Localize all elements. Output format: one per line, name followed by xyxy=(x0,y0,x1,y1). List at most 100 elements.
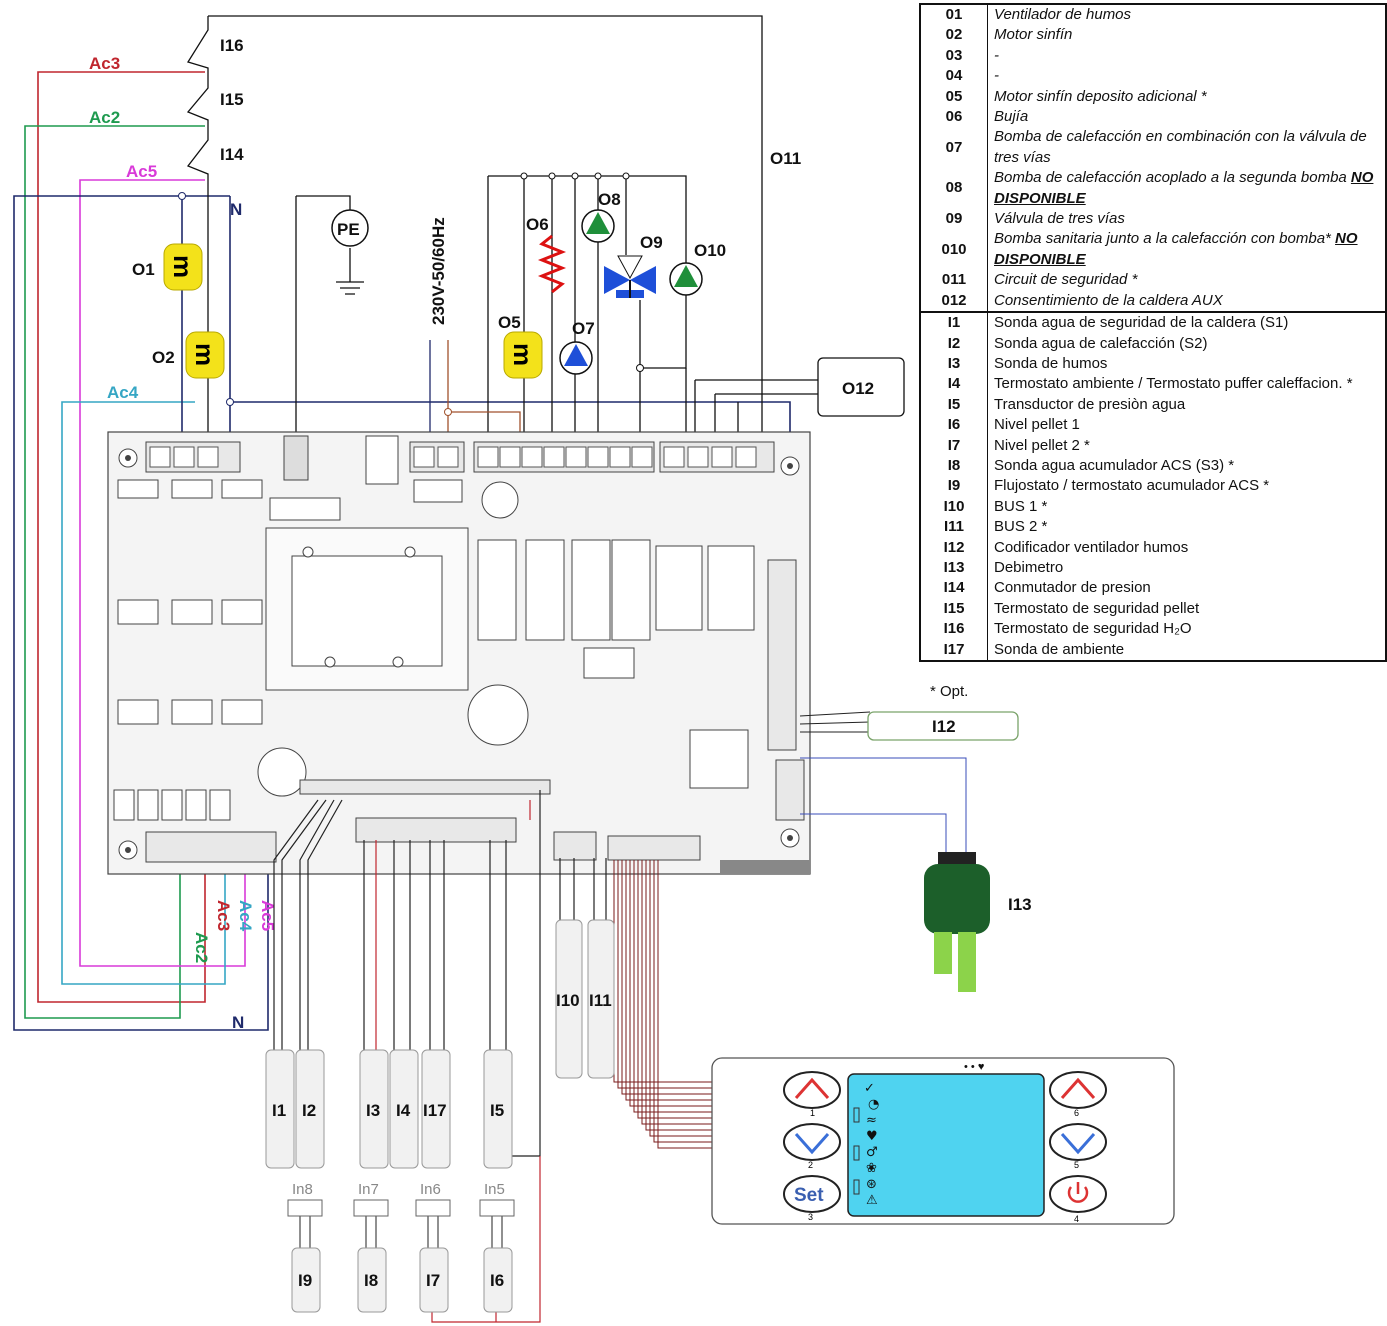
input-conn-in5: In5 xyxy=(484,1181,505,1198)
label-o8: O8 xyxy=(598,190,621,209)
svg-text:⚠: ⚠ xyxy=(866,1193,878,1208)
label-i12: I12 xyxy=(932,717,956,736)
lcd-display xyxy=(847,1073,1045,1217)
legend-code: 08 xyxy=(921,168,988,210)
legend-desc: Circuit de seguridad * xyxy=(988,270,1386,290)
legend-desc: - xyxy=(988,46,1386,66)
flowmeter-body-icon xyxy=(924,864,990,934)
key-set-label: Set xyxy=(794,1185,824,1206)
legend-output-row: 012 Consentimiento de la caldera AUX xyxy=(921,290,1385,313)
legend-desc: Ventilador de humos xyxy=(988,5,1386,25)
legend-output-row: 04- xyxy=(921,66,1385,87)
legend-code: I6 xyxy=(921,415,988,436)
legend-desc: Sonda agua de calefacción (S2) xyxy=(994,334,1208,352)
wire-ac5 xyxy=(79,179,246,967)
probe-label-i11: I11 xyxy=(589,991,612,1010)
legend-desc: Sonda agua acumulador ACS (S3) * xyxy=(994,456,1235,474)
legend-code: I2 xyxy=(921,333,988,354)
legend-code: 012 xyxy=(921,290,988,313)
legend-output-row: 010 Bomba sanitaria junto a la calefacció… xyxy=(921,229,1385,271)
label-bottom-ac2: Ac2 xyxy=(192,932,211,963)
motor-glyph: m xyxy=(190,343,220,366)
key-num-6: 6 xyxy=(1074,1108,1079,1118)
legend-desc: Nivel pellet 1 xyxy=(994,416,1080,434)
key-5-down[interactable] xyxy=(1049,1123,1107,1161)
svg-text:♂: ♂ xyxy=(866,1145,878,1160)
key-1-up[interactable] xyxy=(783,1071,841,1109)
legend-desc: Sonda agua de seguridad de la caldera (S… xyxy=(987,311,1385,334)
optional-note: * Opt. xyxy=(930,683,969,700)
svg-text:≈: ≈ xyxy=(866,1113,877,1128)
valve-o9-icon xyxy=(604,255,656,298)
label-o1: O1 xyxy=(132,260,155,279)
key-set[interactable] xyxy=(783,1175,841,1213)
key-num-2: 2 xyxy=(808,1160,813,1170)
label-o2: O2 xyxy=(152,348,175,367)
key-2-down[interactable] xyxy=(783,1123,841,1161)
label-power: 230V-50/60Hz xyxy=(429,217,448,325)
legend-desc-text: - xyxy=(994,46,999,64)
legend-code: 07 xyxy=(921,127,988,169)
legend-input-row: I3 Sonda de humos xyxy=(921,353,1385,375)
o12-box xyxy=(817,357,905,417)
legend-code: 04 xyxy=(921,66,988,87)
key-6-up[interactable] xyxy=(1049,1071,1107,1109)
wire-ac4 xyxy=(61,401,226,985)
probe-label-i6: I6 xyxy=(490,1271,504,1290)
label-neutral-top: N xyxy=(230,200,242,219)
legend-code: 06 xyxy=(921,107,988,128)
wire-neutral xyxy=(13,195,269,1031)
key-4-power[interactable] xyxy=(1049,1175,1107,1213)
probe-label-i5: I5 xyxy=(490,1101,504,1120)
legend-code: I3 xyxy=(921,353,988,375)
legend-code: I7 xyxy=(921,435,988,456)
legend-input-row: I6 Nivel pellet 1 xyxy=(921,415,1385,436)
legend-desc-text: Consentimiento de la caldera AUX xyxy=(994,291,1223,309)
legend-desc-text: Bomba sanitaria junto a la calefacción c… xyxy=(994,230,1331,248)
legend-desc: Válvula de tres vías xyxy=(988,209,1386,229)
legend-desc-text: Válvula de tres vías xyxy=(994,210,1125,228)
label-o9: O9 xyxy=(640,233,663,252)
legend-output-row: 02 Motor sinfín xyxy=(921,25,1385,46)
label-neutral-bottom: N xyxy=(232,1013,244,1032)
legend-code: 02 xyxy=(921,25,988,46)
svg-text:⊛: ⊛ xyxy=(866,1177,877,1192)
motor-o1-icon xyxy=(163,243,203,291)
not-available-flag: NO DISPONIBLE xyxy=(994,169,1374,207)
probe-label-i9: I9 xyxy=(298,1271,312,1290)
control-board xyxy=(107,431,811,875)
heater-icon xyxy=(537,234,567,294)
legend-desc: Bomba de calefacción en combinación con … xyxy=(988,127,1386,168)
wire-ac3 xyxy=(37,71,206,1003)
legend-code: 05 xyxy=(921,86,988,108)
legend-code: 010 xyxy=(921,229,988,271)
label-ac5: Ac5 xyxy=(126,162,157,181)
label-o10: O10 xyxy=(694,241,726,260)
legend-desc: BUS 2 * xyxy=(994,518,1048,536)
input-conn-in7: In7 xyxy=(358,1181,379,1198)
probe-label-i10: I10 xyxy=(556,991,580,1010)
label-o12: O12 xyxy=(842,379,874,398)
wire-ac2 xyxy=(24,125,205,1019)
legend-desc: Sonda de humos xyxy=(994,354,1108,372)
legend-desc: Termostato de seguridad H₂O xyxy=(994,620,1192,638)
label-ac3: Ac3 xyxy=(89,54,120,73)
key-num-5: 5 xyxy=(1074,1160,1079,1170)
label-ac2: Ac2 xyxy=(89,108,120,127)
legend-desc: Termostato de seguridad pellet xyxy=(994,599,1200,617)
legend-desc: Sonda de ambiente xyxy=(994,640,1125,658)
legend-desc-text: Motor sinfín xyxy=(994,26,1073,44)
label-i14: I14 xyxy=(220,145,244,164)
